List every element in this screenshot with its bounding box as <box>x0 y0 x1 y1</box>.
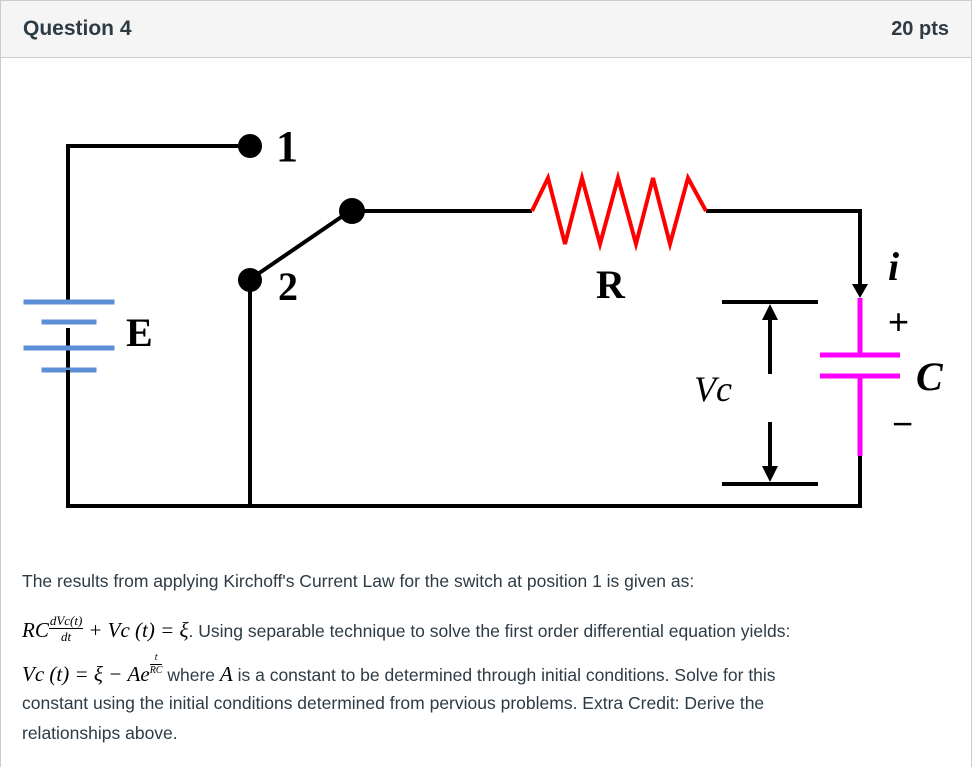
eq1-rc: RC <box>22 618 49 643</box>
circuit-wires <box>66 144 862 508</box>
capacitor-label: C <box>916 354 944 399</box>
line3-text: is a constant to be determined through i… <box>237 665 776 685</box>
line3-where: where <box>167 665 216 685</box>
vc-arrow-up-head <box>762 304 778 320</box>
node-1-label: 1 <box>276 122 298 171</box>
circuit-diagram: 1 2 E R Vc i + C − <box>23 122 944 508</box>
question-header: Question 4 20 pts <box>1 0 971 58</box>
question-points: 20 pts <box>891 18 949 40</box>
resistor-zigzag <box>530 170 708 252</box>
battery-symbol <box>23 299 115 373</box>
eq1-numerator: dVc(t) <box>48 613 84 629</box>
line3-A: A <box>219 662 233 686</box>
line-5-text: relationships above. <box>22 723 178 743</box>
wire-resistor-to-cap <box>706 209 862 294</box>
line2-text: . Using separable technique to solve the… <box>188 621 791 642</box>
eq2-lhs: Vc (t) = ξ − Ae <box>22 662 150 686</box>
current-label: i <box>888 244 899 289</box>
line-4-text: constant using the initial conditions de… <box>22 693 765 713</box>
eq1-denominator: dt <box>61 629 72 644</box>
source-label: E <box>126 310 153 355</box>
minus-sign: − <box>892 403 913 444</box>
vc-arrow-down-head <box>762 466 778 482</box>
capacitor-symbol <box>820 298 900 456</box>
switch-pivot <box>339 198 365 224</box>
voltage-label: Vc <box>694 369 732 409</box>
node-2-terminal <box>238 268 262 292</box>
eq2-exp-denominator: RC <box>149 664 163 676</box>
eq1-rest: + Vc (t) = ξ <box>88 618 189 643</box>
node-1-terminal <box>238 134 262 158</box>
eq2-exp-numerator: t <box>149 652 163 665</box>
wire-switch-arm <box>250 209 352 280</box>
current-arrow-head <box>852 284 868 298</box>
plus-sign: + <box>888 301 909 342</box>
resistor-label: R <box>596 262 626 307</box>
eq1-fraction: dVc(t)dt <box>48 613 84 644</box>
intro-text: The results from applying Kirchoff's Cur… <box>22 571 695 591</box>
node-2-label: 2 <box>278 264 298 309</box>
wire-top-left <box>66 144 250 302</box>
question-title: Question 4 <box>23 17 132 40</box>
wire-bottom <box>66 328 862 508</box>
